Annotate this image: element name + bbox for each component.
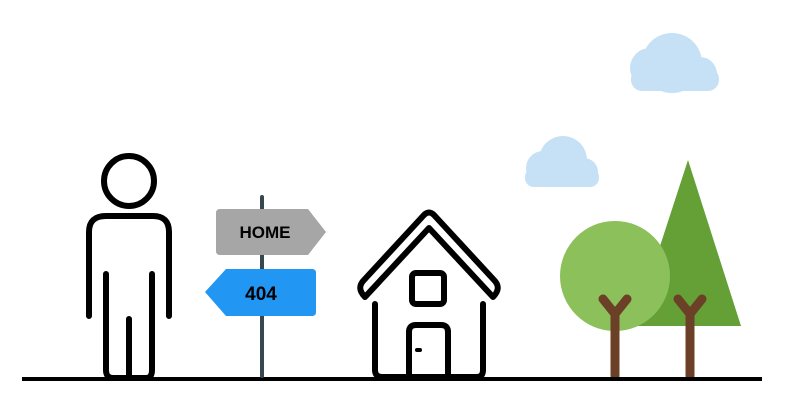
cloud-icon <box>525 136 599 187</box>
tree-icon <box>560 221 670 331</box>
home-sign: HOME <box>216 209 326 255</box>
signpost-icon: HOME 404 <box>205 195 326 378</box>
trunk-icon <box>598 294 632 381</box>
error-code-label: 404 <box>245 284 277 305</box>
cloud-icon <box>630 33 719 93</box>
home-sign-label: HOME <box>240 223 291 242</box>
error-sign: 404 <box>205 269 316 316</box>
house-icon <box>357 209 501 380</box>
person-icon <box>86 153 172 381</box>
trunk-icon <box>673 294 707 381</box>
